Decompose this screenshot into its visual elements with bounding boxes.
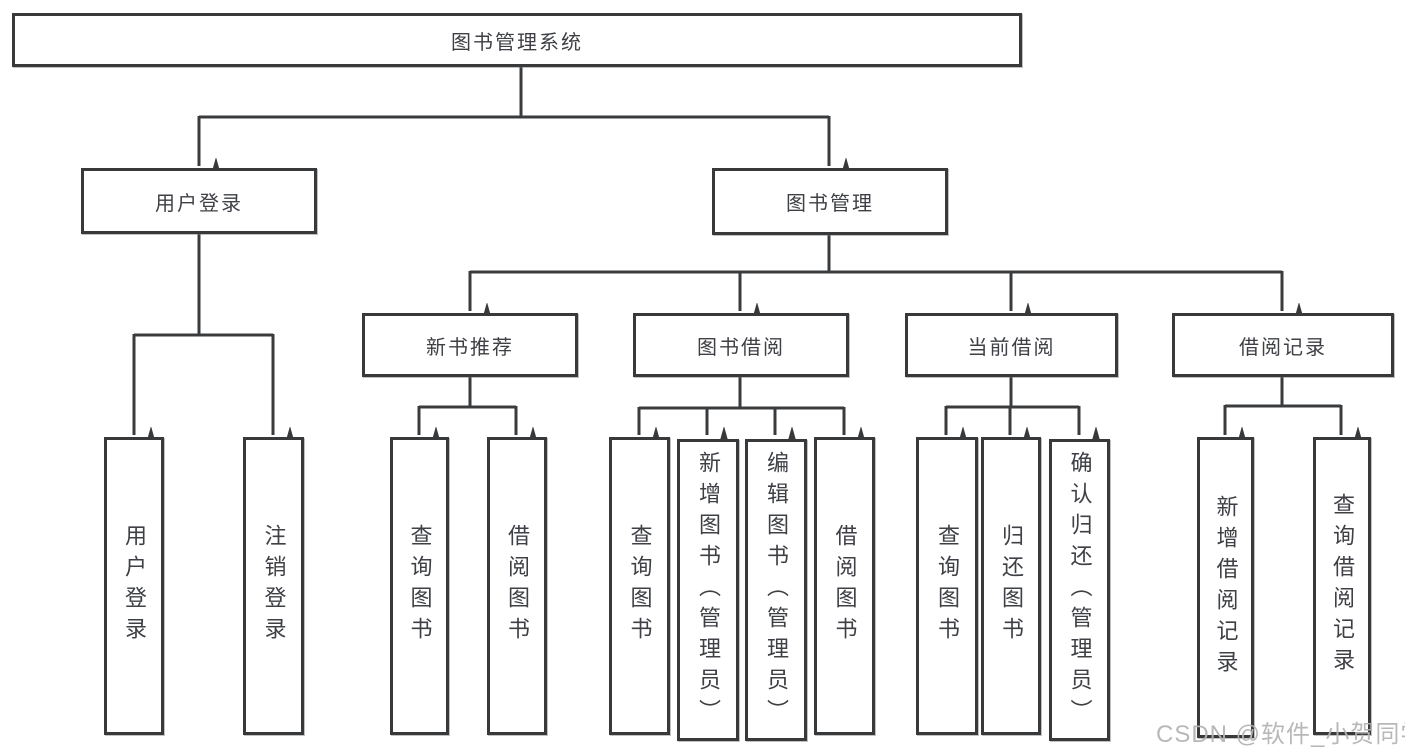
node-root: 图书管理系统 <box>12 13 1022 67</box>
leaf-query-book-2: 查询图书 <box>609 437 670 735</box>
leaf-user-login: 用户登录 <box>104 437 164 735</box>
node-current-borrow: 当前借阅 <box>905 313 1118 377</box>
node-book-management: 图书管理 <box>712 168 948 235</box>
leaf-query-book-3: 查询图书 <box>916 437 978 735</box>
node-user-login: 用户登录 <box>81 168 317 234</box>
watermark-text: CSDN @软件_小贺同学 <box>1156 721 1405 747</box>
leaf-add-borrow-record: 新增借阅记录 <box>1197 437 1254 738</box>
leaf-confirm-return-admin: 确认归还（管理员） <box>1049 439 1110 741</box>
leaf-logout-login: 注销登录 <box>243 437 304 735</box>
leaf-return-book: 归还图书 <box>981 437 1041 735</box>
leaf-borrow-book-1: 借阅图书 <box>487 437 547 735</box>
leaf-borrow-book-2: 借阅图书 <box>814 437 875 735</box>
leaf-edit-book-admin: 编辑图书（管理员） <box>745 439 807 741</box>
leaf-add-book-admin: 新增图书（管理员） <box>677 439 739 741</box>
leaf-query-book-1: 查询图书 <box>390 437 449 735</box>
leaf-query-borrow-record: 查询借阅记录 <box>1313 437 1371 735</box>
node-book-borrow: 图书借阅 <box>633 313 849 377</box>
node-new-book-recommend: 新书推荐 <box>362 313 578 377</box>
node-borrow-records: 借阅记录 <box>1172 313 1394 377</box>
